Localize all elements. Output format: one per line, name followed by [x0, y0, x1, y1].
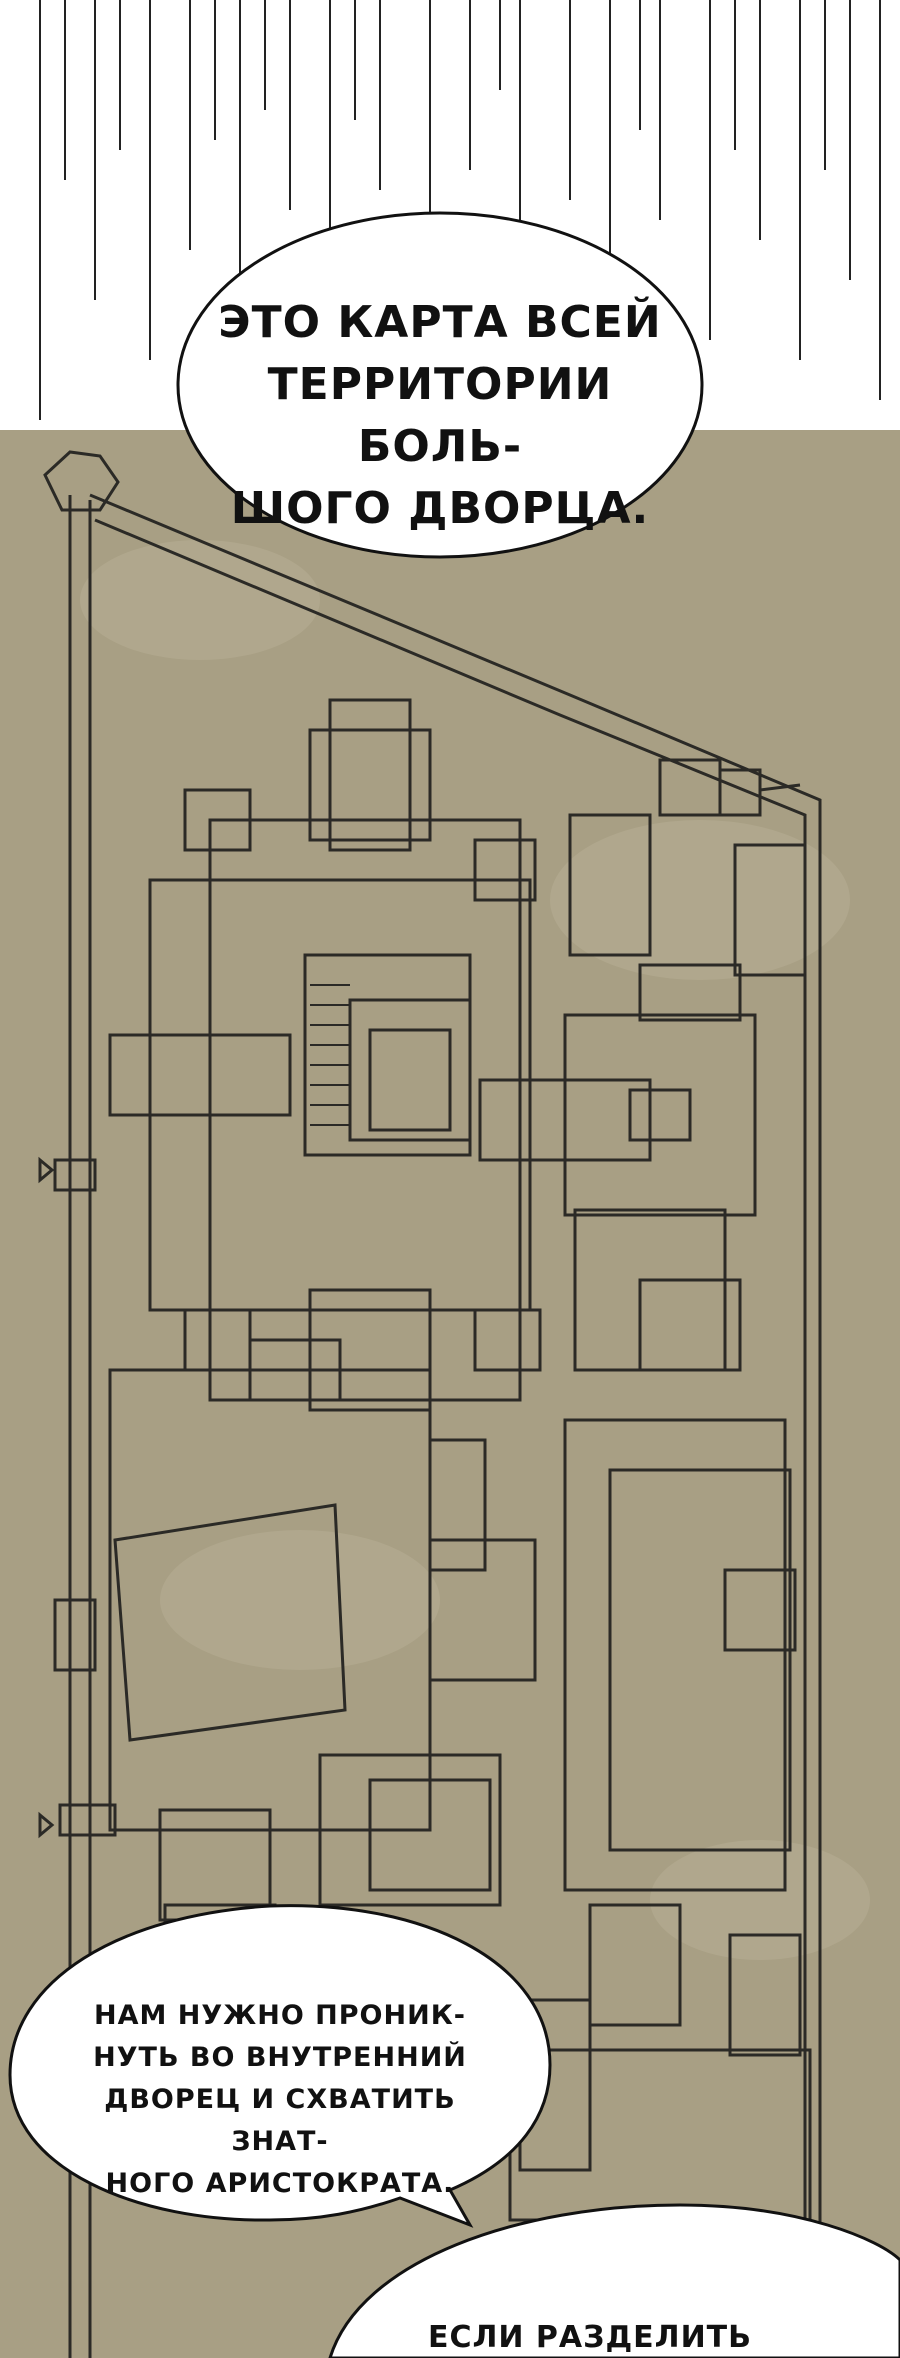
speech-line: НАМ НУЖНО ПРОНИК-	[94, 2000, 466, 2031]
speech-bubble-2	[8, 1904, 552, 2228]
speech-text-2: НАМ НУЖНО ПРОНИК- НУТЬ ВО ВНУТРЕННИЙ ДВО…	[70, 1995, 490, 2205]
palace-map	[38, 450, 822, 2358]
speech-line: ДВОРЕЦ И СХВАТИТЬ ЗНАТ-	[104, 2084, 456, 2157]
speech-text-3: ЕСЛИ РАЗДЕЛИТЬ	[380, 2318, 800, 2358]
speed-lines	[39, 0, 881, 420]
speech-line: ЭТО КАРТА ВСЕЙ	[218, 297, 662, 348]
speech-bubble-3	[328, 2203, 900, 2358]
speech-bubble-1	[176, 211, 704, 559]
parchment-stains	[80, 540, 870, 1960]
speech-line: ТЕРРИТОРИИ БОЛЬ-	[267, 359, 613, 472]
speech-text-1: ЭТО КАРТА ВСЕЙ ТЕРРИТОРИИ БОЛЬ- ШОГО ДВО…	[205, 292, 675, 540]
speech-line: ШОГО ДВОРЦА.	[230, 483, 650, 534]
speech-line: ЕСЛИ РАЗДЕЛИТЬ	[427, 2320, 753, 2355]
speech-line: НУТЬ ВО ВНУТРЕННИЙ	[93, 2042, 467, 2073]
speech-line: НОГО АРИСТОКРАТА.	[105, 2168, 455, 2199]
